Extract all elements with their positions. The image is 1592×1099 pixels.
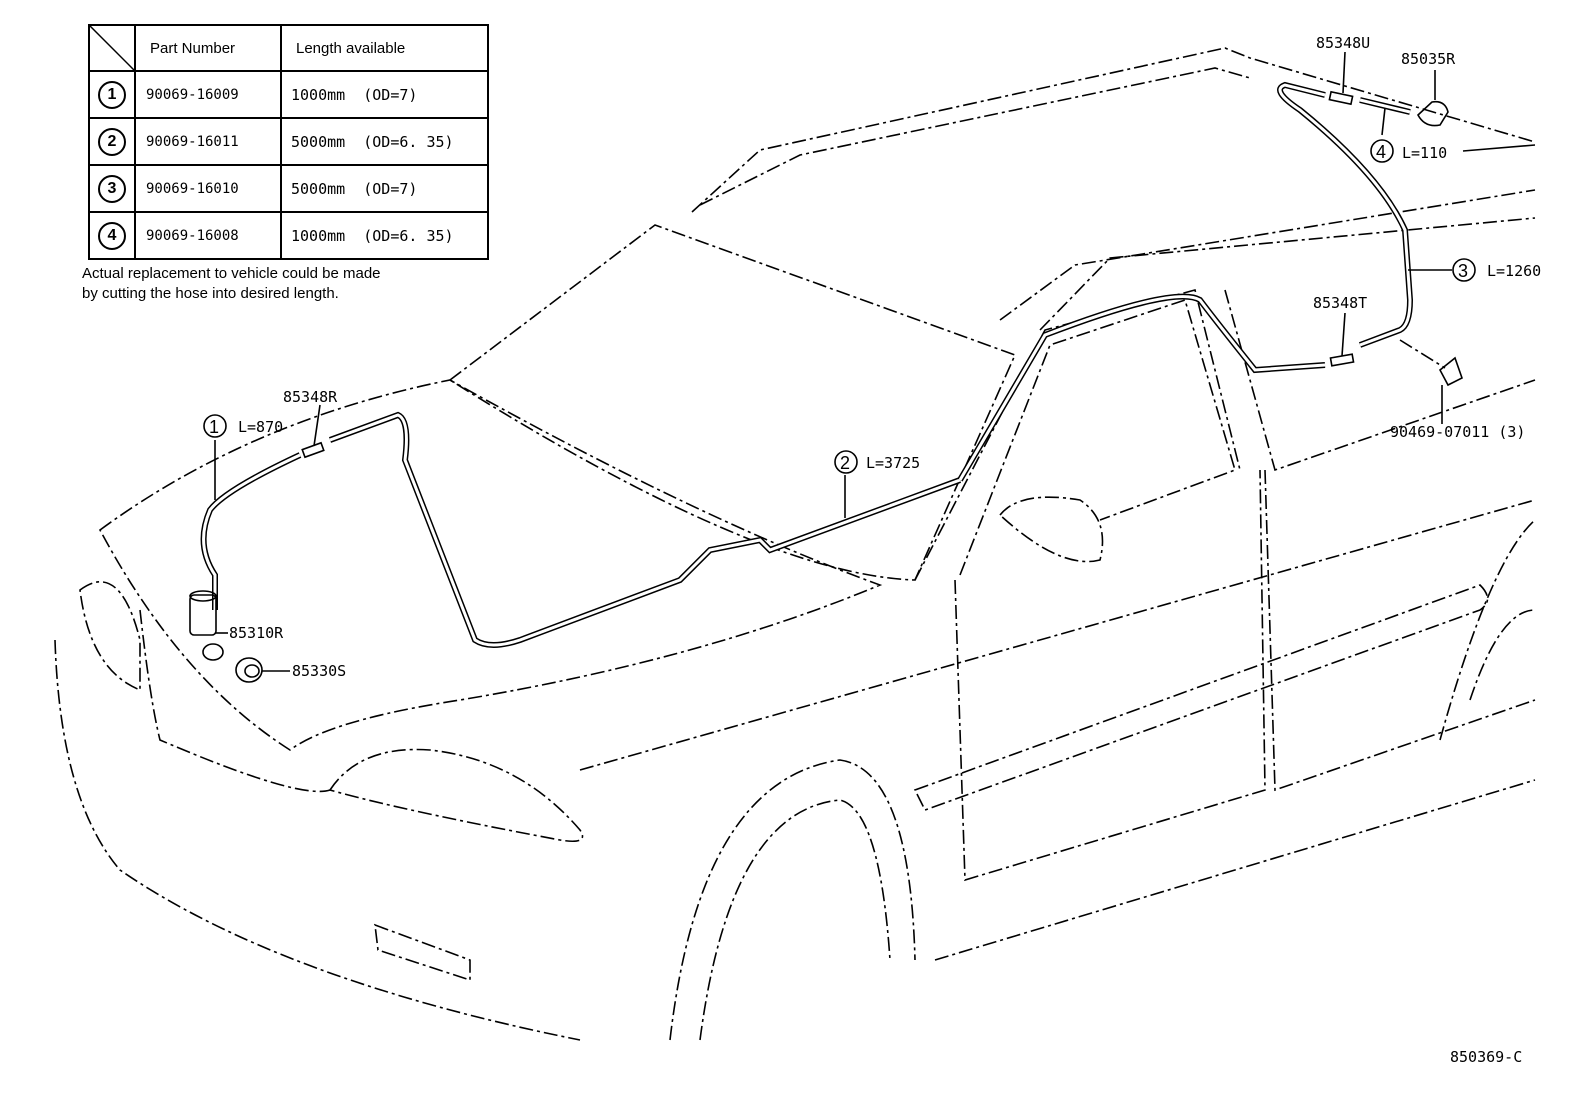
row-length: 5000mm (OD=7)	[280, 164, 489, 213]
grommet	[235, 657, 263, 683]
table-corner-cell	[88, 24, 136, 72]
rear-window	[1224, 289, 1536, 472]
corner-diagonal	[90, 26, 134, 70]
front-wheel-arch-inner	[699, 799, 891, 1041]
header-part-number: Part Number	[134, 24, 282, 72]
washer-pump	[189, 594, 217, 636]
row-marker-cell: 1	[88, 70, 136, 119]
header-length: Length available	[280, 24, 489, 72]
pillar-hose-inner	[958, 295, 1326, 481]
front-hose-2-inner	[329, 413, 961, 647]
row-marker-cell: 4	[88, 211, 136, 260]
leader-85348T	[1341, 312, 1346, 357]
front-door	[954, 469, 1266, 882]
row-part-number: 90069-16009	[134, 70, 282, 119]
roof-rail	[699, 67, 1251, 206]
callout-marker-2: 2	[840, 453, 850, 473]
rocker-panel	[934, 779, 1536, 961]
windshield	[448, 224, 1017, 581]
table-row: 4 90069-16008 1000mm (OD=6. 35)	[88, 211, 489, 260]
label-85348R: 85348R	[283, 388, 338, 406]
callout-marker-1: 1	[209, 417, 219, 437]
replacement-note: Actual replacement to vehicle could be m…	[82, 264, 462, 304]
washer-pump-cap	[189, 590, 217, 602]
row-length: 1000mm (OD=7)	[280, 70, 489, 119]
washer-pump-outlet	[202, 643, 224, 661]
leader-85348U	[1342, 51, 1346, 94]
rear-wheel	[1469, 609, 1536, 701]
label-hose4-length: L=110	[1402, 144, 1447, 162]
callout-circle-1	[203, 414, 227, 438]
callout-circle-3	[1452, 258, 1476, 282]
row-marker-cell: 3	[88, 164, 136, 213]
callout-marker-3: 3	[1458, 261, 1468, 281]
side-molding	[913, 584, 1489, 811]
table-row: 2 90069-16011 5000mm (OD=6. 35)	[88, 117, 489, 166]
table-row: 3 90069-16010 5000mm (OD=7)	[88, 164, 489, 213]
row-length: 1000mm (OD=6. 35)	[280, 211, 489, 260]
grille	[139, 609, 331, 793]
headlight-right	[328, 748, 584, 843]
rear-wheel-arch	[1439, 519, 1536, 741]
row-marker: 1	[98, 80, 126, 109]
label-85330S: 85330S	[292, 662, 346, 680]
headlight-left	[79, 581, 141, 692]
label-85348T: 85348T	[1313, 294, 1367, 312]
label-hose2-length: L=3725	[866, 454, 920, 472]
row-marker-cell: 2	[88, 117, 136, 166]
label-hose3-length: L=1260	[1487, 262, 1541, 280]
fog-light	[374, 923, 471, 982]
label-90469: 90469-07011 (3)	[1390, 423, 1525, 441]
clamp-leader	[1399, 339, 1446, 369]
row-part-number: 90069-16008	[134, 211, 282, 260]
note-line-1: Actual replacement to vehicle could be m…	[82, 265, 381, 282]
table-header-row: Part Number Length available	[88, 24, 489, 72]
rear-hose-4-inner	[1359, 98, 1411, 114]
roof-rear-rail	[1039, 217, 1536, 331]
hood	[98, 379, 883, 751]
callout-circle-4	[1370, 139, 1394, 163]
row-marker: 3	[98, 174, 126, 203]
front-hose-2	[328, 411, 962, 648]
a-pillar	[914, 289, 1241, 581]
row-part-number: 90069-16011	[134, 117, 282, 166]
roof-rear-edge	[999, 189, 1536, 321]
grommet-inner	[244, 664, 260, 678]
callout-circle-2	[834, 450, 858, 474]
leader-hose4	[1381, 107, 1386, 136]
row-part-number: 90069-16010	[134, 164, 282, 213]
front-hose-1-inner	[202, 453, 301, 610]
row-marker: 4	[98, 221, 126, 250]
row-length: 5000mm (OD=6. 35)	[280, 117, 489, 166]
rear-door	[1264, 469, 1536, 792]
callout-marker-4: 4	[1376, 142, 1386, 162]
label-hose1-length: L=870	[238, 418, 283, 436]
parts-table: Part Number Length available 1 90069-160…	[88, 24, 489, 260]
joint-85348T	[1329, 353, 1355, 367]
roof-outline	[691, 47, 1536, 213]
joint-85348R	[301, 441, 325, 459]
label-85310R: 85310R	[229, 624, 284, 642]
front-bumper	[54, 639, 581, 1041]
leader-hose4-tail	[1462, 144, 1536, 152]
rear-hose-3-inner	[1278, 83, 1412, 347]
front-wheel-arch	[669, 759, 916, 1041]
body-side-line	[579, 499, 1536, 771]
mirror	[998, 496, 1104, 563]
figure-code: 850369-C	[1450, 1048, 1522, 1066]
table-row: 1 90069-16009 1000mm (OD=7)	[88, 70, 489, 119]
joint-85348U	[1328, 90, 1354, 106]
clamp	[1438, 356, 1463, 387]
label-85035R: 85035R	[1401, 50, 1456, 68]
side-window	[959, 298, 1236, 576]
row-marker: 2	[98, 127, 126, 156]
rear-nozzle	[1417, 100, 1449, 127]
label-85348U: 85348U	[1316, 34, 1370, 52]
leader-85348R	[313, 404, 321, 447]
note-line-2: by cutting the hose into desired length.	[82, 285, 339, 302]
